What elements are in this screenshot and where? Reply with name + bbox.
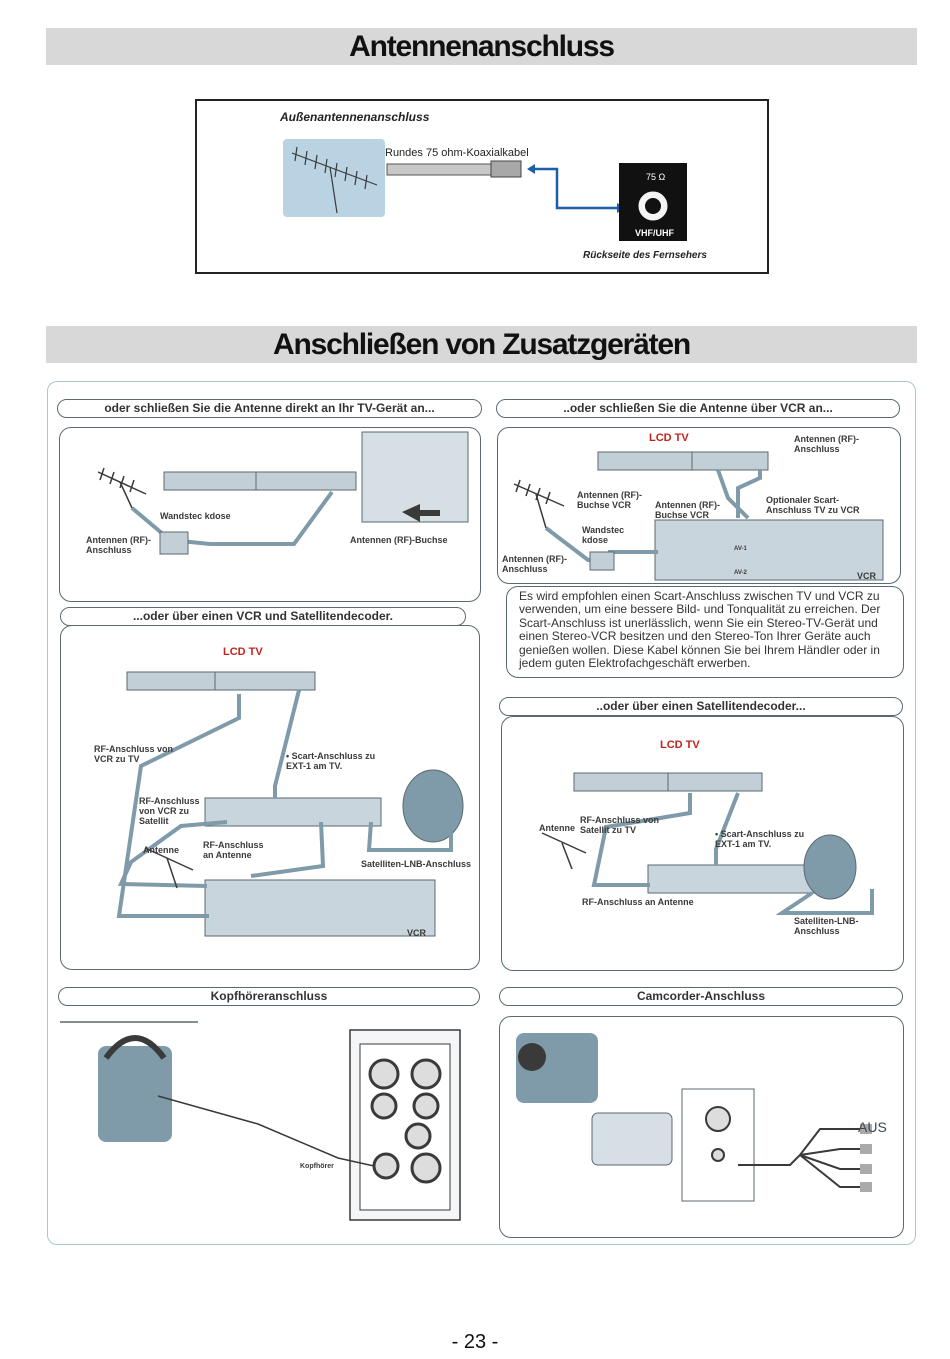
page-title-antenna: Antennenanschluss <box>46 28 917 65</box>
panel-camcorder: AUS <box>499 1016 904 1238</box>
panel-vcr-sat: LCD TV RF-Anschluss von VCR zu TV • Scar… <box>60 625 480 970</box>
pill-via-vcr: ..oder schließen Sie die Antenne über VC… <box>496 399 900 418</box>
rf-antenne-label: RF-Anschluss an Antenne <box>203 840 264 860</box>
rf-connection-bottom-label: Antennen (RF)- Anschluss <box>502 554 567 574</box>
pill-headphones: Kopfhöreranschluss <box>58 987 480 1006</box>
scart-ext1-label: • Scart-Anschluss zu EXT-1 am TV. <box>715 829 805 849</box>
lcd-tv-label: LCD TV <box>223 646 263 658</box>
av-cable <box>738 1128 860 1166</box>
page-title-devices: Anschließen von Zusatzgeräten <box>46 326 917 363</box>
vcr-unit <box>204 879 436 937</box>
rf-antenne-label: RF-Anschluss an Antenne <box>582 897 694 907</box>
headphones-diagram <box>60 1021 461 1221</box>
pill-camcorder: Camcorder-Anschluss <box>499 987 903 1006</box>
wall-socket-label: Wandstec kdose <box>160 511 231 521</box>
outdoor-antenna-panel: Außenantennenanschluss Rundes 75 ohm-Koa… <box>195 99 769 274</box>
vcr-label: VCR <box>857 571 877 581</box>
headphones-label: Kopfhörer <box>300 1163 334 1170</box>
panel-sat: LCD TV Antenne RF-Anschluss von Satellit… <box>501 716 904 971</box>
ohm-label: 75 Ω <box>646 172 666 182</box>
wall-socket-label: Wandstec kdose <box>582 525 625 545</box>
lnb-label: Satelliten-LNB-Anschluss <box>794 916 859 936</box>
satellite-dish-icon <box>803 834 857 900</box>
antenna-image <box>283 139 385 217</box>
vcr-sat-diagram <box>116 671 464 937</box>
via-vcr-diagram <box>513 451 884 581</box>
scart-ext1-label: • Scart-Anschluss zu EXT-1 am TV. <box>286 751 376 771</box>
wall-socket-icon <box>159 531 189 555</box>
rf-connection-top-label: Antennen (RF)- Anschluss <box>794 434 859 454</box>
lnb-label: Satelliten-LNB-Anschluss <box>361 859 472 869</box>
lcd-tv-label: LCD TV <box>660 739 700 751</box>
rf-vcr-tv-label: RF-Anschluss von VCR zu TV <box>94 744 174 764</box>
rf-jack-label: Antennen (RF)-Buchse <box>350 535 448 545</box>
rf-vcr-sat-label: RF-Anschluss von Satellit zu TV <box>580 815 660 835</box>
headphone-jack-icon <box>372 1152 400 1180</box>
camcorder-port-panel <box>681 1088 755 1202</box>
scart-info-text: Es wird empfohlen einen Scart-Anschluss … <box>506 586 904 678</box>
headphones-icon <box>98 1046 172 1142</box>
page-number: - 23 - <box>451 1331 499 1353</box>
rf-jack-vcr-left-label: Antennen (RF)- Buchse VCR <box>577 490 642 510</box>
coax-cable-label: Rundes 75 ohm-Koaxialkabel <box>385 147 529 159</box>
connection-arrow <box>531 167 622 210</box>
camcorder-diagram <box>516 1033 872 1202</box>
direct-cable <box>130 490 334 546</box>
headphone-cable <box>157 1095 375 1167</box>
vhf-uhf-label: VHF/UHF <box>635 228 674 238</box>
rf-jack-vcr-mid-label: Antennen (RF)- Buchse VCR <box>655 500 720 520</box>
pill-direct: oder schließen Sie die Antenne direkt an… <box>57 399 482 418</box>
sat-decoder-unit <box>647 864 819 894</box>
antenna-icon <box>291 146 378 214</box>
direct-diagram <box>97 431 469 555</box>
satellite-dish-icon <box>402 769 464 843</box>
rf-connection-label: Antennen (RF)- Anschluss <box>86 535 151 555</box>
antenne-label: Antenne <box>143 845 179 855</box>
sat-diagram <box>541 772 874 915</box>
devices-section-frame <box>47 381 916 1245</box>
vcr-unit <box>654 519 884 581</box>
direct-antenna-icon <box>97 467 147 509</box>
antenna-diagram <box>283 139 687 241</box>
sat-decoder-unit <box>204 797 382 827</box>
vcr-label: VCR <box>407 928 427 938</box>
outdoor-antenna-heading: Außenantennenanschluss <box>280 110 430 124</box>
coax-cable <box>386 163 494 176</box>
rf-vcr-sat-label: RF-Anschluss von VCR zu Satellit <box>139 796 200 826</box>
lcd-tv-label: LCD TV <box>649 432 689 444</box>
av2-label: AV-2 <box>734 570 747 576</box>
camcorder-side-icon <box>591 1112 673 1166</box>
panel-direct: Wandstec kdose Antennen (RF)- Anschluss … <box>59 427 481 602</box>
av1-label: AV-1 <box>734 546 747 552</box>
tv-rear-caption: Rückseite des Fernsehers <box>583 250 707 261</box>
panel-via-vcr: LCD TV Antennen (RF)- Anschluss Antennen… <box>497 427 901 584</box>
out-label: AUS <box>858 1119 887 1135</box>
antenne-label: Antenne <box>539 823 575 833</box>
coax-plug <box>490 160 522 178</box>
optional-scart-label: Optionaler Scart- Anschluss TV zu VCR <box>766 495 860 515</box>
pill-vcr-sat: ...oder über einen VCR und Satellitendec… <box>60 607 466 626</box>
pill-sat: ..oder über einen Satellitendecoder... <box>499 697 903 716</box>
